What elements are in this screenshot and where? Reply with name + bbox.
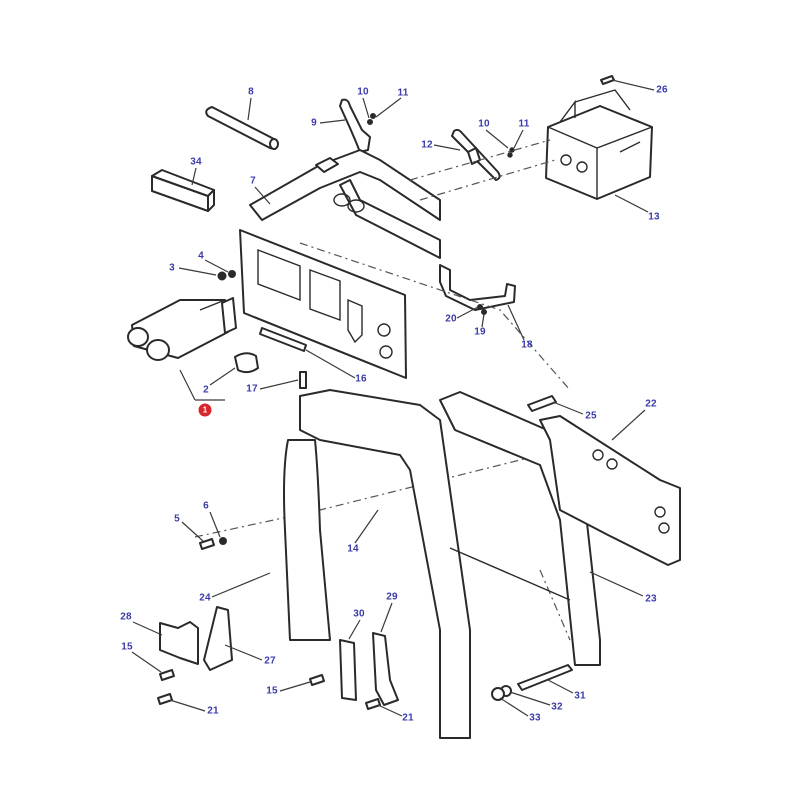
callout-label[interactable]: 23 xyxy=(645,593,657,605)
callout-label[interactable]: 19 xyxy=(474,326,486,338)
callout-label[interactable]: 11 xyxy=(518,118,530,130)
callout-label[interactable]: 32 xyxy=(551,701,563,713)
callout-label[interactable]: 24 xyxy=(199,592,211,604)
callout-label[interactable]: 21 xyxy=(207,705,219,717)
frame-part-7 xyxy=(249,149,441,259)
callout-label[interactable]: 7 xyxy=(250,175,256,187)
rod-part-8 xyxy=(205,106,279,150)
pipe-part-18 xyxy=(439,264,516,311)
callout-label[interactable]: 5 xyxy=(174,513,180,525)
callout-label[interactable]: 14 xyxy=(347,543,359,555)
callout-label[interactable]: 30 xyxy=(353,608,365,620)
bolt-part-21 xyxy=(365,698,381,710)
valve-assembly-part-1 xyxy=(127,297,259,374)
callout-label[interactable]: 15 xyxy=(266,685,278,697)
nut-part-20 xyxy=(477,304,483,310)
plate-part-30 xyxy=(339,639,357,701)
guide-line xyxy=(539,569,571,641)
callout-label[interactable]: 15 xyxy=(121,641,133,653)
bolt-part-5 xyxy=(199,538,215,550)
callout-label[interactable]: 2 xyxy=(203,384,209,396)
bolt-part-17 xyxy=(299,371,307,389)
panel-part-16-plate xyxy=(239,229,407,379)
bolt-part-15 xyxy=(159,669,175,681)
callout-label[interactable]: 28 xyxy=(120,611,132,623)
callout-label[interactable]: 25 xyxy=(585,410,597,422)
nut-part-6 xyxy=(219,537,227,545)
nut-part-19 xyxy=(481,309,487,315)
bracket-part-27 xyxy=(203,606,233,671)
callout-label[interactable]: 10 xyxy=(357,86,369,98)
callout-label[interactable]: 18 xyxy=(521,339,533,351)
bracket-part-12 xyxy=(451,128,515,181)
block-part-34 xyxy=(151,169,215,212)
callout-label[interactable]: 17 xyxy=(246,383,258,395)
callout-label[interactable]: 13 xyxy=(648,211,660,223)
callout-label[interactable]: 20 xyxy=(445,313,457,325)
stud-part-25 xyxy=(527,395,557,412)
callout-label[interactable]: 31 xyxy=(574,690,586,702)
leader-lines xyxy=(131,79,655,717)
callout-label[interactable]: 10 xyxy=(478,118,490,130)
callout-label[interactable]: 6 xyxy=(203,500,209,512)
bracket-part-28 xyxy=(159,621,199,665)
bolt-part-15 xyxy=(309,674,325,686)
callout-label[interactable]: 34 xyxy=(190,156,202,168)
highlighted-callout-badge[interactable]: 1 xyxy=(198,403,212,417)
bolt-part-21 xyxy=(157,693,173,705)
nut-part-33 xyxy=(491,687,505,701)
nut-part-3 xyxy=(217,271,227,281)
plate-part-29 xyxy=(372,632,399,706)
nut-part-4 xyxy=(228,270,236,278)
callout-label[interactable]: 9 xyxy=(311,117,317,129)
callout-label[interactable]: 8 xyxy=(248,86,254,98)
guide-line xyxy=(419,159,556,201)
callout-label[interactable]: 33 xyxy=(529,712,541,724)
callout-label[interactable]: 27 xyxy=(264,655,276,667)
callout-label[interactable]: 16 xyxy=(355,373,367,385)
arch-part-24 xyxy=(283,389,471,739)
callout-label[interactable]: 12 xyxy=(421,139,433,151)
gasket-part-22 xyxy=(539,415,681,566)
guide-line xyxy=(409,139,551,181)
callout-label[interactable]: 26 xyxy=(656,84,668,96)
stud-part-31 xyxy=(517,664,573,691)
callout-label[interactable]: 4 xyxy=(198,250,204,262)
guide-line xyxy=(299,242,571,391)
callout-label[interactable]: 29 xyxy=(386,591,398,603)
callout-label[interactable]: 21 xyxy=(402,712,414,724)
callout-label[interactable]: 3 xyxy=(169,262,175,274)
callout-label[interactable]: 22 xyxy=(645,398,657,410)
housing-part-13 xyxy=(545,75,653,200)
bracket-part-9 xyxy=(339,98,376,153)
callout-label[interactable]: 11 xyxy=(397,87,409,99)
